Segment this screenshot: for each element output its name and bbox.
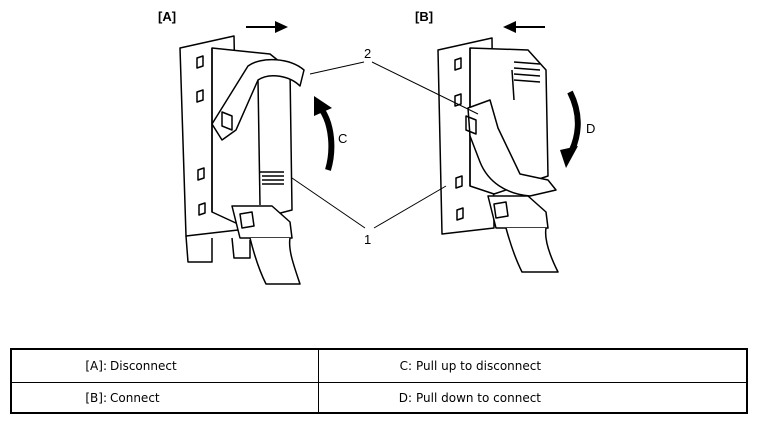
legend-table: [A]: Disconnect C: Pull up to disconnect… — [10, 348, 748, 414]
panel-b-label: [B] — [415, 9, 433, 24]
legend-key: D: — [398, 391, 412, 405]
panel-b-connector — [437, 37, 559, 273]
legend-key: [B]: — [85, 391, 107, 405]
panel-a-label: [A] — [158, 9, 176, 24]
legend-value: Connect — [110, 391, 160, 405]
panel-a-connector — [179, 35, 305, 285]
slide-left-arrow-icon — [503, 21, 545, 33]
legend-value: Pull up to disconnect — [416, 359, 542, 373]
callout-2-label: 2 — [364, 46, 371, 61]
legend-row: [B]: Connect D: Pull down to connect — [12, 382, 746, 414]
arrow-c-pull-up-icon — [314, 96, 335, 171]
legend-key: [A]: — [85, 359, 107, 373]
arrow-c-label: C — [338, 131, 347, 146]
legend-value: Pull down to connect — [416, 391, 542, 405]
leader-lines — [291, 61, 479, 229]
arrow-d-pull-down-icon — [560, 90, 581, 168]
legend-divider — [318, 350, 319, 412]
legend-key: C: — [399, 359, 412, 373]
legend-row: [A]: Disconnect C: Pull up to disconnect — [12, 350, 746, 383]
arrow-d-label: D — [586, 121, 595, 136]
callout-1-label: 1 — [364, 232, 371, 247]
connector-diagram: [A] [B] — [158, 9, 595, 285]
slide-right-arrow-icon — [246, 21, 288, 33]
legend-value: Disconnect — [110, 359, 177, 373]
